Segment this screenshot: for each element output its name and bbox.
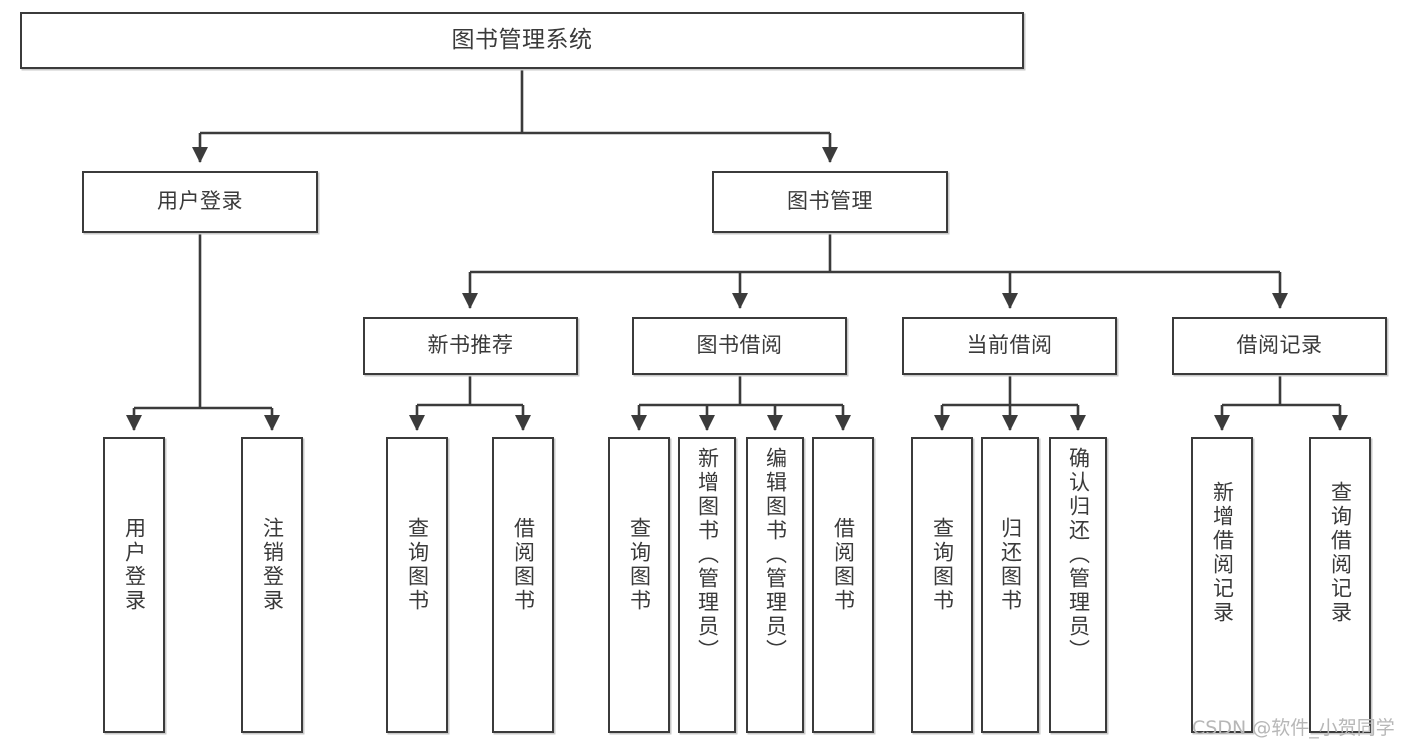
node-book-manage-label: 图书管理: [787, 189, 873, 214]
node-leaf-add-book[interactable]: 新增图书（管理员）: [678, 437, 736, 733]
node-root-label: 图书管理系统: [451, 27, 593, 54]
node-leaf-query-book-3-label: 查询图书: [930, 517, 955, 613]
node-leaf-user-login[interactable]: 用户登录: [103, 437, 165, 733]
node-user-login[interactable]: 用户登录: [82, 171, 318, 233]
node-leaf-query-book-2[interactable]: 查询图书: [608, 437, 670, 733]
node-leaf-logout-label: 注销登录: [260, 517, 285, 613]
node-leaf-return-book[interactable]: 归还图书: [981, 437, 1039, 733]
node-leaf-borrow-book-1[interactable]: 借阅图书: [492, 437, 554, 733]
node-current-borrow-label: 当前借阅: [966, 333, 1053, 358]
node-user-login-label: 用户登录: [157, 189, 243, 214]
node-leaf-query-book-2-label: 查询图书: [627, 517, 652, 613]
node-leaf-logout[interactable]: 注销登录: [241, 437, 303, 733]
node-borrow-record[interactable]: 借阅记录: [1172, 317, 1387, 375]
node-leaf-borrow-book-1-label: 借阅图书: [511, 517, 536, 613]
node-leaf-edit-book[interactable]: 编辑图书（管理员）: [746, 437, 804, 733]
node-leaf-borrow-book-2-label: 借阅图书: [831, 517, 856, 613]
node-new-book-rec[interactable]: 新书推荐: [363, 317, 578, 375]
node-leaf-return-book-label: 归还图书: [998, 517, 1023, 613]
node-new-book-rec-label: 新书推荐: [427, 333, 514, 358]
node-book-borrow[interactable]: 图书借阅: [632, 317, 847, 375]
node-leaf-add-book-label: 新增图书（管理员）: [695, 447, 720, 663]
node-leaf-confirm-return[interactable]: 确认归还（管理员）: [1049, 437, 1107, 733]
node-leaf-borrow-book-2[interactable]: 借阅图书: [812, 437, 874, 733]
node-leaf-confirm-return-label: 确认归还（管理员）: [1066, 447, 1091, 663]
node-borrow-record-label: 借阅记录: [1236, 333, 1323, 358]
csdn-watermark: CSDN @软件_小贺同学: [1192, 717, 1395, 739]
node-leaf-add-record[interactable]: 新增借阅记录: [1191, 437, 1253, 733]
node-leaf-query-book-1-label: 查询图书: [405, 517, 430, 613]
node-leaf-query-book-3[interactable]: 查询图书: [911, 437, 973, 733]
node-leaf-add-record-label: 新增借阅记录: [1210, 481, 1235, 625]
node-leaf-query-record[interactable]: 查询借阅记录: [1309, 437, 1371, 733]
node-leaf-query-record-label: 查询借阅记录: [1328, 481, 1353, 625]
node-leaf-query-book-1[interactable]: 查询图书: [386, 437, 448, 733]
node-book-borrow-label: 图书借阅: [696, 333, 783, 358]
node-root[interactable]: 图书管理系统: [20, 12, 1024, 69]
node-leaf-user-login-label: 用户登录: [122, 517, 147, 613]
node-current-borrow[interactable]: 当前借阅: [902, 317, 1117, 375]
node-leaf-edit-book-label: 编辑图书（管理员）: [763, 447, 788, 663]
node-book-manage[interactable]: 图书管理: [712, 171, 948, 233]
